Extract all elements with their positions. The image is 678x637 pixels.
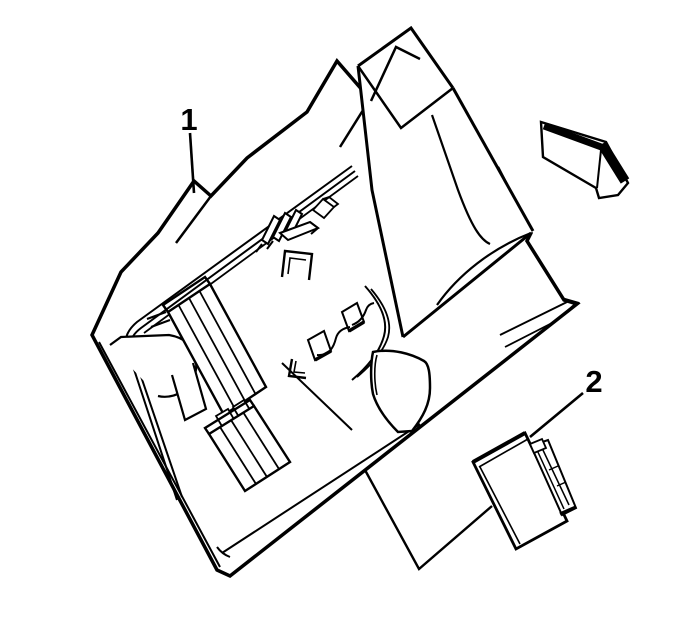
removal-direction-arrow-icon [539,120,630,200]
rim-hook [311,195,340,220]
relay-component [471,431,578,551]
slot-block-1 [161,275,268,417]
callout-2-label: 2 [585,364,602,399]
slot-block-2 [203,398,292,493]
terminal-pads [287,301,375,380]
staple-clip [280,249,314,281]
callout-1-leader [188,132,196,194]
callout-2-leader [529,391,584,439]
mounting-flap [369,349,432,434]
bracket-line [363,469,493,571]
top-housing [356,25,535,339]
module-corner-cap [562,297,581,314]
flap-inner-line [373,354,378,396]
mounting-boss [109,333,208,422]
retainer-clips [255,208,321,253]
relay-connector [528,437,578,517]
callout-1-label: 1 [180,102,197,137]
